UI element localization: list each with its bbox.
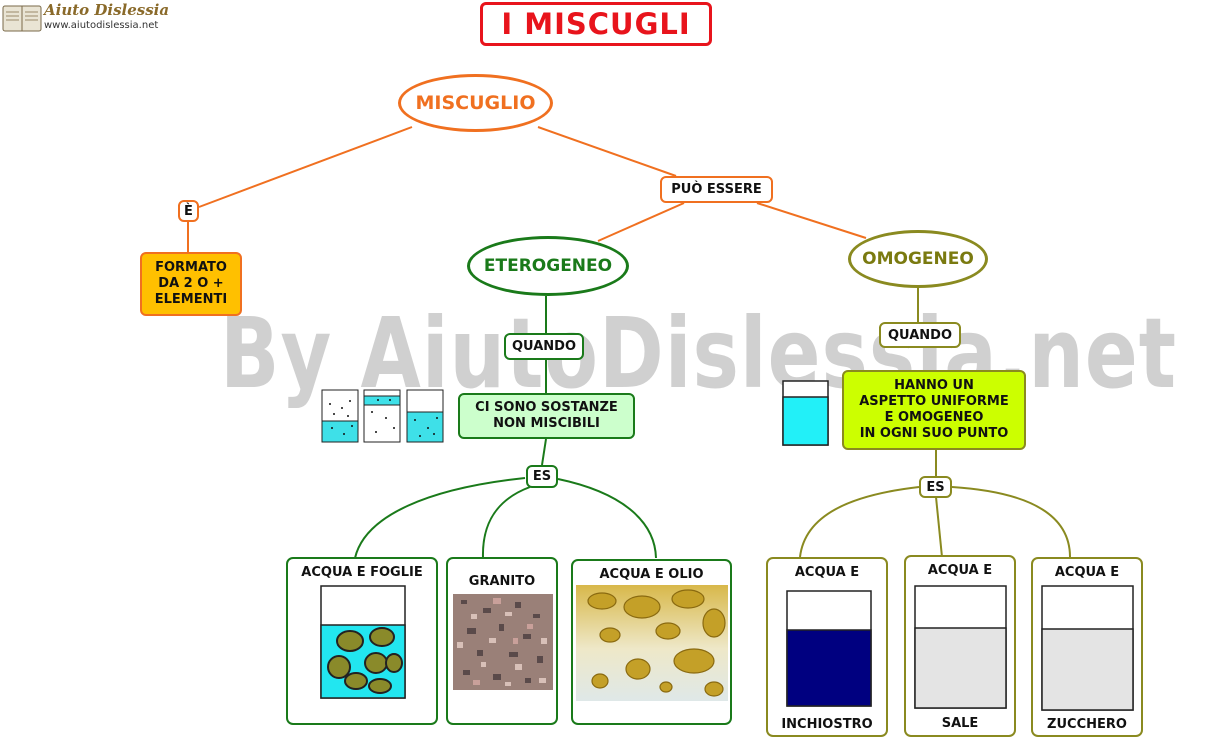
definition-line: DA 2 O + [158, 276, 224, 291]
link-quando-eterogeneo: QUANDO [504, 333, 584, 360]
condition-line: CI SONO SOSTANZE [475, 400, 618, 415]
beaker-with-leaves-icon [320, 585, 406, 699]
page-title: I MISCUGLI [480, 2, 712, 46]
beaker-sugar-icon [1041, 585, 1134, 711]
definition-box: FORMATO DA 2 O + ELEMENTI [140, 252, 242, 316]
example-label-bottom: INCHIOSTRO [781, 717, 873, 732]
beaker-salt-icon [914, 585, 1007, 709]
example-card-inchiostro: ACQUA E INCHIOSTRO [766, 557, 888, 737]
example-label: ACQUA E OLIO [599, 567, 704, 582]
eterogeneo-node: ETEROGENEO [467, 236, 629, 296]
definition-line: ELEMENTI [154, 292, 228, 307]
logo-url: www.aiutodislessia.net [44, 20, 159, 31]
oil-in-water-photo-icon [576, 585, 728, 701]
link-quando-omogeneo: QUANDO [879, 322, 961, 348]
example-label-bottom: SALE [941, 716, 979, 731]
omogeneo-node: OMOGENEO [848, 230, 988, 288]
condition-line: IN OGNI SUO PUNTO [859, 426, 1009, 441]
link-puo-essere: PUÒ ESSERE [660, 176, 773, 203]
definition-line: FORMATO [155, 260, 227, 275]
eterogeneo-condition-box: CI SONO SOSTANZE NON MISCIBILI [458, 393, 635, 439]
miscuglio-node: MISCUGLIO [398, 74, 553, 132]
omogeneo-condition-box: HANNO UN ASPETTO UNIFORME E OMOGENEO IN … [842, 370, 1026, 450]
example-label-top: ACQUA E [794, 565, 860, 580]
homogeneous-beaker-icon [782, 380, 829, 446]
example-label-top: ACQUA E [1054, 565, 1120, 580]
example-label: GRANITO [468, 574, 536, 589]
example-label-bottom: ZUCCHERO [1047, 717, 1127, 732]
example-card-granito: GRANITO [446, 557, 558, 725]
example-card-acqua-olio: ACQUA E OLIO [571, 559, 732, 725]
link-es-eterogeneo: ES [526, 465, 558, 488]
beaker-ink-icon [786, 590, 872, 707]
example-card-zucchero: ACQUA E ZUCCHERO [1031, 557, 1143, 737]
example-card-sale: ACQUA E SALE [904, 555, 1016, 737]
example-card-acqua-foglie: ACQUA E FOGLIE [286, 557, 438, 725]
example-label: ACQUA E FOGLIE [301, 565, 423, 580]
link-es-omogeneo: ES [919, 476, 952, 498]
example-label-top: ACQUA E [927, 563, 993, 578]
condition-line: ASPETTO UNIFORME [859, 394, 1009, 409]
book-logo-icon [2, 5, 42, 32]
condition-line: NON MISCIBILI [493, 416, 600, 431]
heterogeneous-beakers-icon [321, 389, 444, 443]
granite-texture-icon [453, 594, 553, 690]
link-e: È [178, 200, 199, 222]
condition-line: HANNO UN [894, 378, 974, 393]
logo-name: Aiuto Dislessia [44, 1, 170, 19]
condition-line: E OMOGENEO [884, 410, 984, 425]
